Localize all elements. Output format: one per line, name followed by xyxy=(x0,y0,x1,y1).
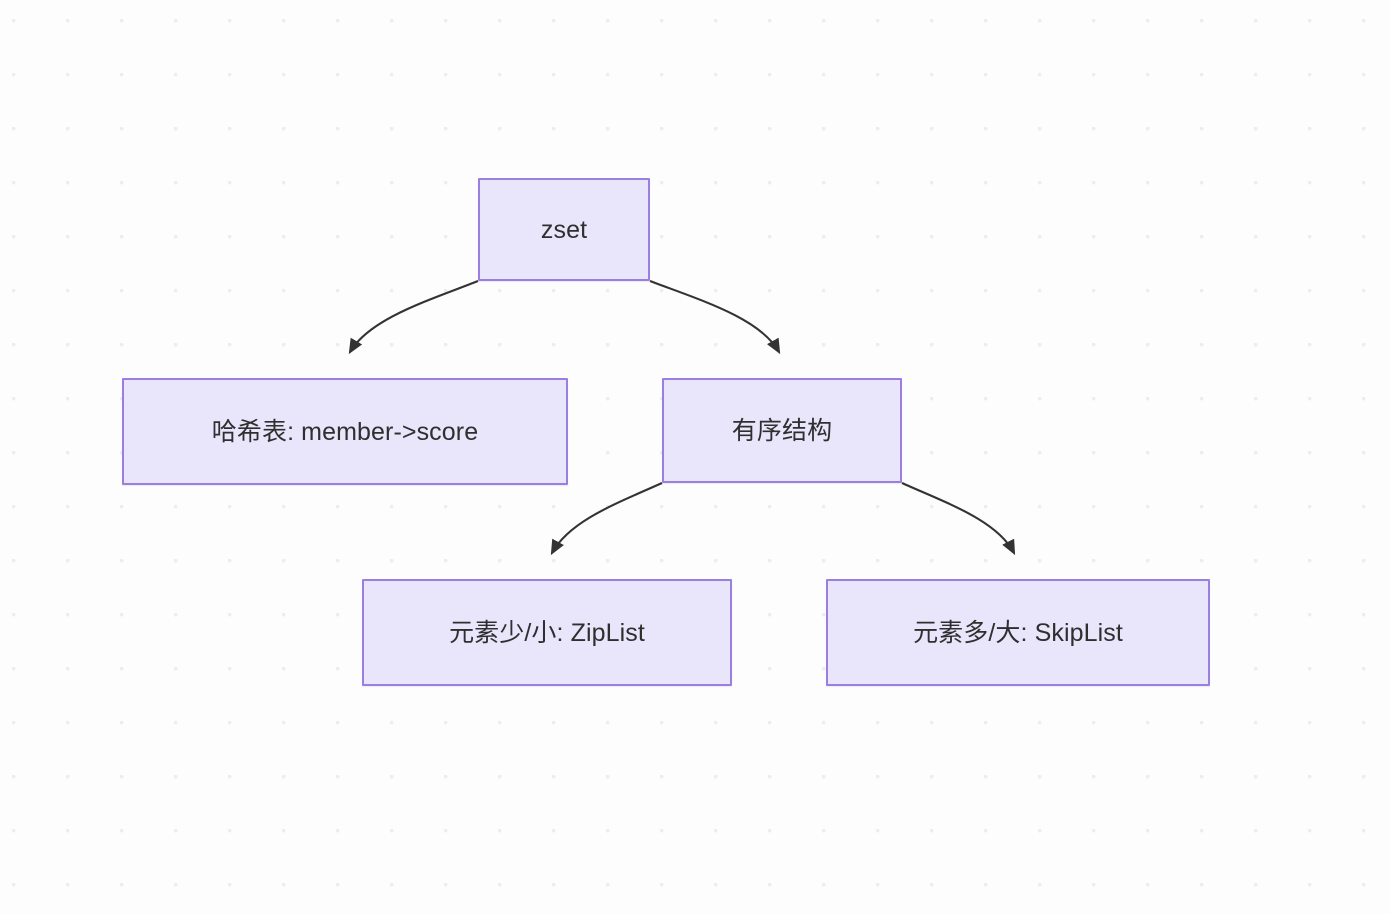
node-skiplist[interactable]: 元素多/大: SkipList xyxy=(826,579,1210,686)
node-skiplist-label: 元素多/大: SkipList xyxy=(913,618,1123,647)
node-sorted-structure[interactable]: 有序结构 xyxy=(662,378,902,483)
node-ziplist-label: 元素少/小: ZipList xyxy=(449,618,645,647)
node-sorted-structure-label: 有序结构 xyxy=(731,416,833,445)
edge-root-to-sorted xyxy=(649,280,781,355)
node-hash-table[interactable]: 哈希表: member->score xyxy=(122,378,568,485)
edge-sorted-to-ziplist xyxy=(550,482,663,556)
node-hash-table-label: 哈希表: member->score xyxy=(211,417,479,446)
node-ziplist[interactable]: 元素少/小: ZipList xyxy=(362,579,732,686)
node-zset-label: zset xyxy=(540,215,588,244)
edge-root-to-hash xyxy=(348,280,479,355)
node-zset[interactable]: zset xyxy=(478,178,650,281)
edge-sorted-to-skiplist xyxy=(901,482,1016,556)
